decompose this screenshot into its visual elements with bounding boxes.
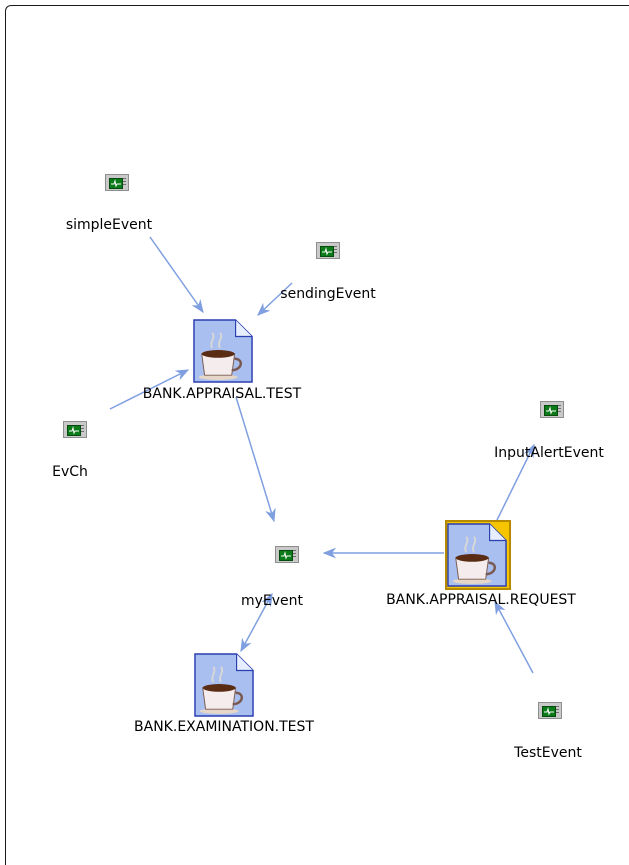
rule-file-icon <box>194 653 254 717</box>
rule-label-appraisal-request: BANK.APPRAISAL.REQUEST <box>386 592 576 608</box>
edge-simpleEvent-to-appraisal-test <box>149 236 204 314</box>
event-label-InputAlertEvent: InputAlertEvent <box>494 445 604 461</box>
event-icon <box>63 421 87 438</box>
canvas-frame <box>5 5 629 865</box>
event-label-TestEvent: TestEvent <box>514 745 582 761</box>
rule-label-appraisal-test: BANK.APPRAISAL.TEST <box>142 386 302 402</box>
edge-myEvent-examination-test <box>240 592 273 653</box>
event-label-simpleEvent: simpleEvent <box>65 217 153 233</box>
event-label-myEvent: myEvent <box>240 593 304 609</box>
edge-testEvent-to-appraisal-request <box>494 600 534 674</box>
rule-label-examination-test: BANK.EXAMINATION.TEST <box>134 719 314 735</box>
edge-sendingEvent-to-appraisal-test <box>257 282 293 316</box>
event-icon <box>316 242 340 259</box>
edge-appraisal-test-to-myEvent <box>235 396 276 523</box>
event-icon <box>275 546 299 563</box>
edge-evch-to-appraisal-test <box>109 369 190 410</box>
event-label-sendingEvent: sendingEvent <box>280 286 376 302</box>
edge-appraisal-request-to-inputAlertEvent <box>496 443 535 521</box>
event-icon <box>105 174 129 191</box>
event-label-EvCh: EvCh <box>52 464 88 480</box>
rule-file-icon <box>193 319 253 383</box>
event-icon <box>540 401 564 418</box>
rule-file-icon <box>447 523 507 587</box>
event-icon <box>538 702 562 719</box>
